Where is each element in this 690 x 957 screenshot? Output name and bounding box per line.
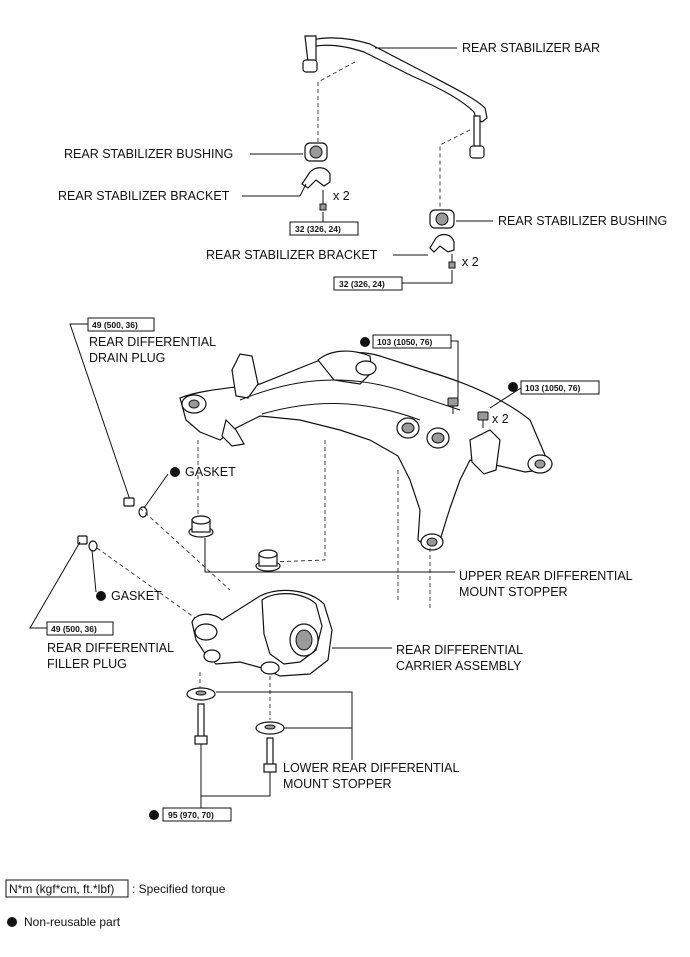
label-filler-plug-1: REAR DIFFERENTIAL — [47, 641, 174, 655]
label-carrier-1: REAR DIFFERENTIAL — [396, 643, 523, 657]
label-gasket-upper: GASKET — [185, 465, 236, 479]
rear-differential-drain-plug — [123, 497, 148, 518]
guide-line — [439, 129, 471, 210]
torque-member-top: 103 (1050, 76) — [377, 337, 432, 347]
nonreusable-dot — [170, 467, 180, 477]
label-bushing-right: REAR STABILIZER BUSHING — [498, 214, 667, 228]
label-lower-stopper-2: MOUNT STOPPER — [283, 777, 392, 791]
label-upper-stopper-1: UPPER REAR DIFFERENTIAL — [459, 569, 633, 583]
mount-bolt-right — [263, 737, 277, 773]
rear-stabilizer-bracket-left — [301, 167, 331, 211]
bracket-left-leader — [299, 183, 307, 197]
torque-drain-plug: 49 (500, 36) — [92, 320, 138, 330]
label-upper-stopper-2: MOUNT STOPPER — [459, 585, 568, 599]
torque-leader — [489, 387, 522, 409]
mount-bolt-leader — [200, 744, 271, 797]
rear-stabilizer-bracket-right — [429, 233, 456, 269]
nonreusable-dot — [96, 591, 106, 601]
label-lower-stopper-1: LOWER REAR DIFFERENTIAL — [283, 761, 459, 775]
rear-differential-carrier-assembly — [191, 589, 333, 677]
rear-stabilizer-bushing-left — [304, 142, 328, 162]
legend-torque-desc: : Specified torque — [132, 882, 226, 896]
torque-box — [289, 221, 359, 236]
label-drain-plug-2: DRAIN PLUG — [89, 351, 165, 365]
drain-plug-leader — [69, 323, 131, 501]
nonreusable-dot — [360, 337, 370, 347]
torque-bracket-left: 32 (326, 24) — [295, 224, 341, 234]
rear-stabilizer-bar — [302, 35, 488, 159]
nonreusable-dot — [149, 810, 159, 820]
gasket-upper-leader — [143, 473, 169, 509]
qty-bracket-right: x 2 — [462, 255, 479, 269]
legend-torque-box — [5, 879, 129, 898]
gasket-lower-leader — [91, 549, 97, 593]
label-bracket-left: REAR STABILIZER BRACKET — [58, 189, 230, 203]
torque-leader — [402, 270, 453, 284]
torque-mount-bolt: 95 (970, 70) — [168, 810, 214, 820]
legend-nonreusable: Non-reusable part — [24, 915, 121, 929]
lower-mount-stopper-right — [255, 721, 285, 735]
rear-suspension-member — [179, 350, 553, 551]
torque-member-right: 103 (1050, 76) — [525, 383, 580, 393]
nonreusable-dot — [508, 382, 518, 392]
lower-mount-stopper-left — [186, 687, 216, 701]
lower-stopper-leader — [216, 691, 353, 760]
guide-line — [317, 61, 356, 142]
member-bolt-right — [477, 411, 489, 428]
rear-stabilizer-bushing-right — [429, 209, 455, 229]
torque-box — [520, 380, 600, 395]
member-bolt-top — [447, 397, 459, 414]
upper-stopper-leader — [204, 538, 455, 573]
qty-member-right: x 2 — [492, 412, 509, 426]
label-filler-plug-2: FILLER PLUG — [47, 657, 127, 671]
label-stabilizer-bar: REAR STABILIZER BAR — [462, 41, 600, 55]
label-bushing-left: REAR STABILIZER BUSHING — [64, 147, 233, 161]
label-bracket-right: REAR STABILIZER BRACKET — [206, 248, 378, 262]
upper-mount-stopper-left — [188, 515, 214, 538]
guide-line — [139, 507, 231, 591]
qty-bracket-left: x 2 — [333, 189, 350, 203]
torque-box — [162, 807, 232, 822]
legend-nonreusable-dot — [7, 917, 17, 927]
rear-differential-filler-plug — [77, 535, 98, 552]
label-drain-plug-1: REAR DIFFERENTIAL — [89, 335, 216, 349]
torque-bracket-right: 32 (326, 24) — [339, 279, 385, 289]
torque-filler-plug: 49 (500, 36) — [51, 624, 97, 634]
torque-leader — [451, 340, 459, 398]
label-gasket-lower: GASKET — [111, 589, 162, 603]
filler-plug-leader — [29, 541, 81, 629]
mount-bolt-left — [194, 703, 208, 745]
guide-line — [269, 440, 326, 563]
label-carrier-2: CARRIER ASSEMBLY — [396, 659, 522, 673]
guide-line — [96, 547, 206, 626]
upper-mount-stopper-right — [255, 549, 281, 572]
legend-torque-box-text: N*m (kgf*cm, ft.*lbf) — [9, 882, 114, 896]
